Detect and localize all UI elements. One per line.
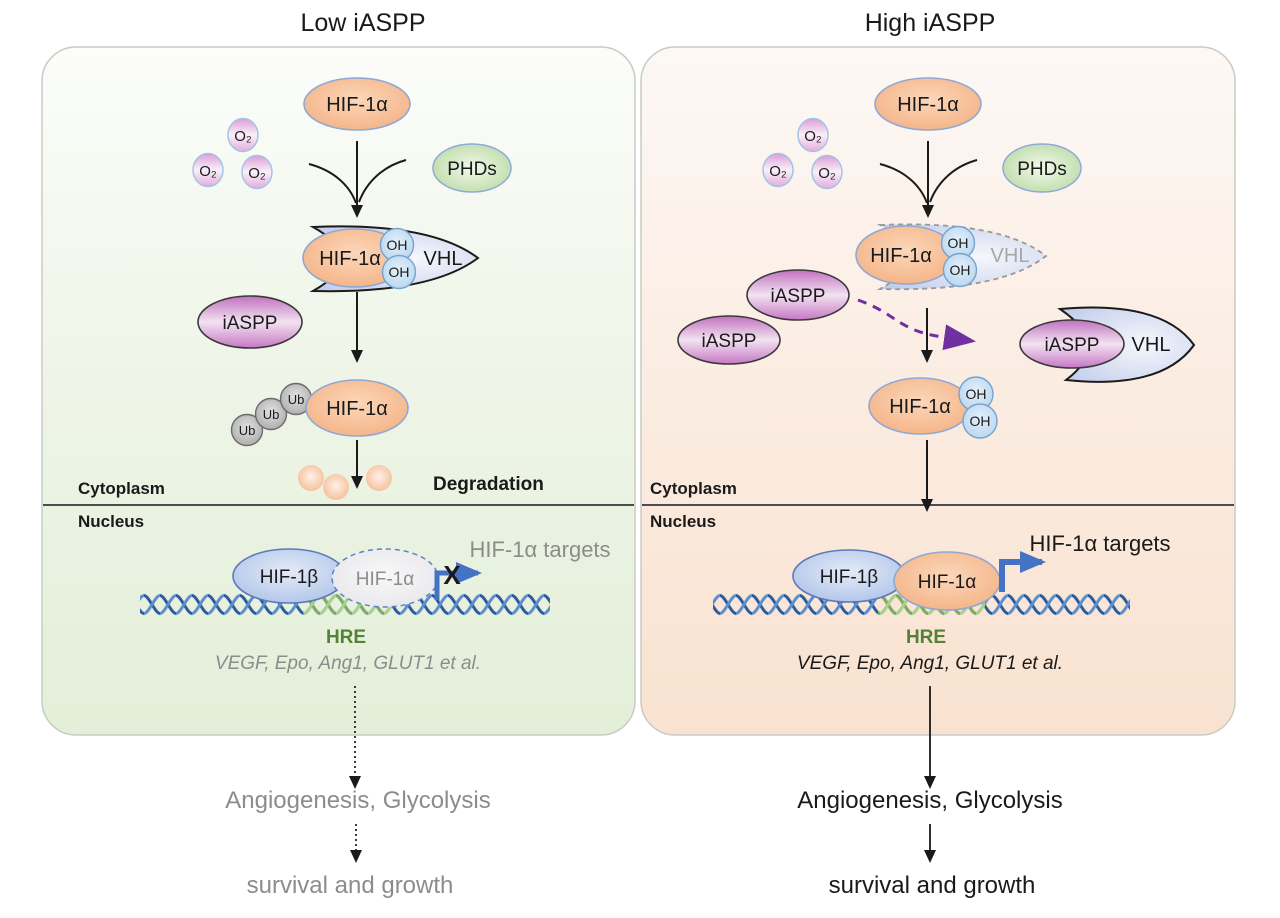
hre-label: HRE: [326, 627, 366, 648]
ub-label: Ub: [288, 392, 305, 407]
oh-label: OH: [387, 237, 408, 253]
right-nucleus-label: Nucleus: [650, 512, 716, 531]
ub-label: Ub: [239, 423, 256, 438]
hif1a-label: HIF-1α: [897, 94, 959, 116]
outcome-survival-label: survival and growth: [247, 872, 454, 899]
hif1a-nucleus-label: HIF-1α: [918, 572, 977, 593]
phds-label: PHDs: [1017, 159, 1067, 180]
target-genes-label: VEGF, Epo, Ang1, GLUT1 et al.: [797, 653, 1063, 674]
hif1a-targets-label: HIF-1α targets: [1029, 531, 1170, 556]
ub-label: Ub: [263, 407, 280, 422]
iaspp-label: iASPP: [771, 286, 826, 307]
hif1a-label: HIF-1α: [319, 248, 381, 270]
oh-group: [942, 252, 978, 288]
iaspp-ellipse: [677, 315, 781, 365]
iaspp-sequestration-arrow: [857, 298, 976, 351]
converge-curve-right: [358, 159, 407, 203]
target-genes-label: VEGF, Epo, Ang1, GLUT1 et al.: [215, 653, 481, 674]
o2-label: O₂: [248, 165, 266, 182]
ub-molecule: [254, 397, 288, 431]
o2-molecule: [797, 117, 829, 153]
phds-label: PHDs: [447, 159, 497, 180]
o2-label: O₂: [199, 163, 217, 180]
o2-molecule: [192, 152, 224, 188]
vhl-complex-label: VHL: [1132, 334, 1171, 356]
left-cytoplasm-label: Cytoplasm: [78, 479, 165, 498]
left-panel-title: Low iASPP: [300, 9, 425, 37]
left-nucleus-label: Nucleus: [78, 512, 144, 531]
phds-ellipse: [432, 143, 512, 193]
right-cytoplasm-label: Cytoplasm: [650, 479, 737, 498]
iaspp-label: iASPP: [1045, 335, 1100, 356]
oh-label: OH: [389, 264, 410, 280]
outcome-angiogenesis-label: Angiogenesis, Glycolysis: [225, 787, 490, 814]
iaspp-ellipse: [197, 295, 303, 349]
o2-molecule: [241, 154, 273, 190]
converge-curve-left: [308, 163, 357, 204]
blocked-x-mark: X: [443, 560, 461, 590]
hif1a-label: HIF-1α: [326, 398, 388, 420]
vhl-label: VHL: [424, 248, 463, 270]
hif1a-ellipse: [303, 77, 411, 131]
converge-curve-left: [879, 163, 928, 204]
oh-group: [962, 403, 998, 439]
left-panel: Low iASPP Cytoplasm Nucleus HIF-1α O₂ O₂…: [41, 9, 636, 899]
hif1b-label: HIF-1β: [260, 567, 319, 588]
o2-molecule: [227, 117, 259, 153]
degradation-label: Degradation: [433, 474, 544, 495]
oh-label: OH: [970, 413, 991, 429]
vhl-absent-label: VHL: [991, 245, 1030, 267]
outcome-angiogenesis-label: Angiogenesis, Glycolysis: [797, 787, 1062, 814]
o2-label: O₂: [234, 128, 252, 145]
hif1a-ellipse: [874, 77, 982, 131]
hif1b-label: HIF-1β: [820, 567, 879, 588]
o2-molecule: [762, 152, 794, 188]
iaspp-ellipse: [746, 269, 850, 321]
hre-label: HRE: [906, 627, 946, 648]
oh-label: OH: [950, 262, 971, 278]
converge-curve-right: [929, 159, 978, 203]
degradation-fragment: [366, 465, 392, 491]
oh-label: OH: [966, 386, 987, 402]
transcription-arrow-blocked: [434, 562, 482, 600]
iaspp-in-complex-ellipse: [1019, 319, 1125, 369]
transcription-arrow-active: [999, 551, 1046, 592]
iaspp-label: iASPP: [702, 331, 757, 352]
hif1a-targets-label: HIF-1α targets: [469, 537, 610, 562]
hif1a-ubiquitinated-ellipse: [305, 379, 409, 437]
o2-molecule: [811, 154, 843, 190]
phds-ellipse: [1002, 143, 1082, 193]
degradation-fragment: [298, 465, 324, 491]
oh-group: [381, 254, 417, 290]
hif1a-label: HIF-1α: [889, 396, 951, 418]
oh-label: OH: [948, 235, 969, 251]
o2-label: O₂: [818, 165, 836, 182]
right-panel-title: High iASPP: [865, 9, 996, 37]
right-panel: High iASPP Cytoplasm Nucleus HIF-1α O₂ O…: [640, 9, 1236, 899]
iaspp-label: iASPP: [223, 313, 278, 334]
o2-label: O₂: [804, 128, 822, 145]
hif1a-absent-label: HIF-1α: [356, 569, 415, 590]
degradation-fragment: [323, 474, 349, 500]
hif1a-label: HIF-1α: [326, 94, 388, 116]
hif1a-label: HIF-1α: [870, 245, 932, 267]
outcome-survival-label: survival and growth: [829, 872, 1036, 899]
ub-molecule: [230, 413, 264, 447]
o2-label: O₂: [769, 163, 787, 180]
